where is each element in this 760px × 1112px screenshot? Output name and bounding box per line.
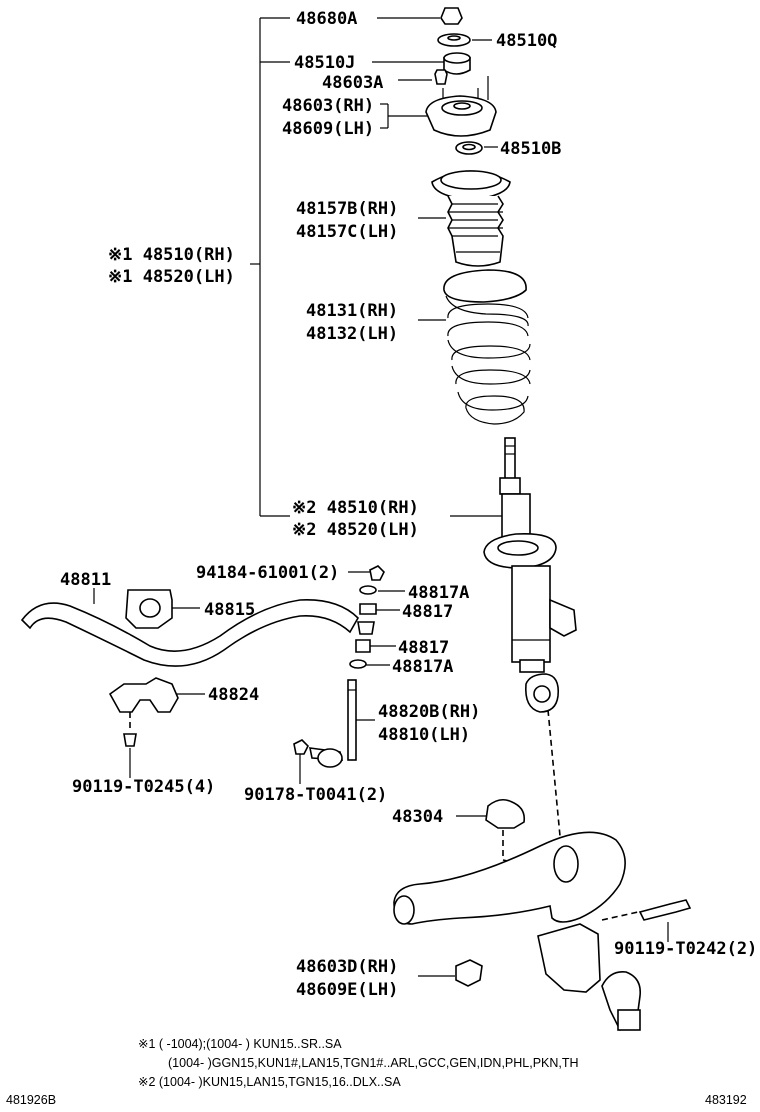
label-48510Q: 48510Q: [496, 31, 557, 51]
nut-48603A: [434, 69, 448, 85]
label-48810-lh: 48810(LH): [378, 725, 470, 745]
label-48811: 48811: [60, 570, 111, 590]
upper-support-parts: [425, 7, 497, 155]
label-48603-rh: 48603(RH): [282, 96, 374, 116]
label-90119-T0242: 90119-T0242(2): [614, 939, 757, 959]
bushing-48304: [485, 798, 526, 829]
label-48815: 48815: [204, 600, 255, 620]
label-48510-rh-note1: ※1 48510(RH): [108, 245, 235, 265]
note-line-3: ※2 (1004- )KUN15,LAN15,TGN15,16..DLX..SA: [138, 1075, 401, 1089]
shock-absorber-48510: [483, 437, 577, 713]
label-48304: 48304: [392, 807, 443, 827]
link-48820B: [317, 748, 343, 768]
lower-arm-assembly: [393, 709, 692, 1031]
label-48157C-lh: 48157C(LH): [296, 222, 398, 242]
bolt-90119-T0242: [638, 899, 692, 921]
nut-90178: [293, 739, 309, 755]
nut-94184: [369, 565, 385, 581]
stabilizer-link-parts: [293, 565, 385, 768]
label-48824: 48824: [208, 685, 259, 705]
label-48157B-rh: 48157B(RH): [296, 199, 398, 219]
illustration-code-right: 483192: [705, 1093, 747, 1107]
label-48817-lower: 48817: [398, 638, 449, 658]
part-labels: 48680A 48510Q 48510J 48603A 48603(RH) 48…: [60, 9, 757, 1000]
label-90119-T0245: 90119-T0245(4): [72, 777, 215, 797]
bound-stopper-48157: [431, 170, 511, 267]
illustration-code-left: 481926B: [6, 1093, 56, 1107]
label-48609-lh: 48609(LH): [282, 119, 374, 139]
bolt-90119-T0245: [123, 733, 137, 747]
label-48132-lh: 48132(LH): [306, 324, 398, 344]
label-48520-lh-note1: ※1 48520(LH): [108, 267, 235, 287]
strut-support-48603: [425, 76, 497, 137]
note-line-1: ※1 ( -1004);(1004- ) KUN15..SR..SA: [138, 1037, 342, 1051]
label-48820B-rh: 48820B(RH): [378, 702, 480, 722]
label-48603D-rh: 48603D(RH): [296, 957, 398, 977]
stabilizer-bar-48811: [20, 589, 359, 667]
nut-48680A: [440, 7, 463, 25]
label-48520-lh-note2: ※2 48520(LH): [292, 520, 419, 540]
leader-lines: [93, 17, 669, 977]
applicability-notes: ※1 ( -1004);(1004- ) KUN15..SR..SA (1004…: [6, 1037, 747, 1107]
label-48817A-upper: 48817A: [408, 583, 469, 603]
label-48609E-lh: 48609E(LH): [296, 980, 398, 1000]
label-94184-61001: 94184-61001(2): [196, 563, 339, 583]
coil-spring-48131: [443, 269, 531, 425]
label-48510B: 48510B: [500, 139, 561, 159]
label-48510J: 48510J: [294, 53, 355, 73]
label-48817-upper: 48817: [402, 602, 453, 622]
label-48817A-lower: 48817A: [392, 657, 453, 677]
label-48603A: 48603A: [322, 73, 383, 93]
label-48680A: 48680A: [296, 9, 357, 29]
label-48510-rh-note2: ※2 48510(RH): [292, 498, 419, 518]
bracket-48824: [108, 677, 179, 747]
label-48131-rh: 48131(RH): [306, 301, 398, 321]
note-line-2: (1004- )GGN15,KUN1#,LAN15,TGN1#..ARL,GCC…: [168, 1056, 579, 1070]
label-90178-T0041: 90178-T0041(2): [244, 785, 387, 805]
bolt-48603D: [455, 959, 483, 987]
